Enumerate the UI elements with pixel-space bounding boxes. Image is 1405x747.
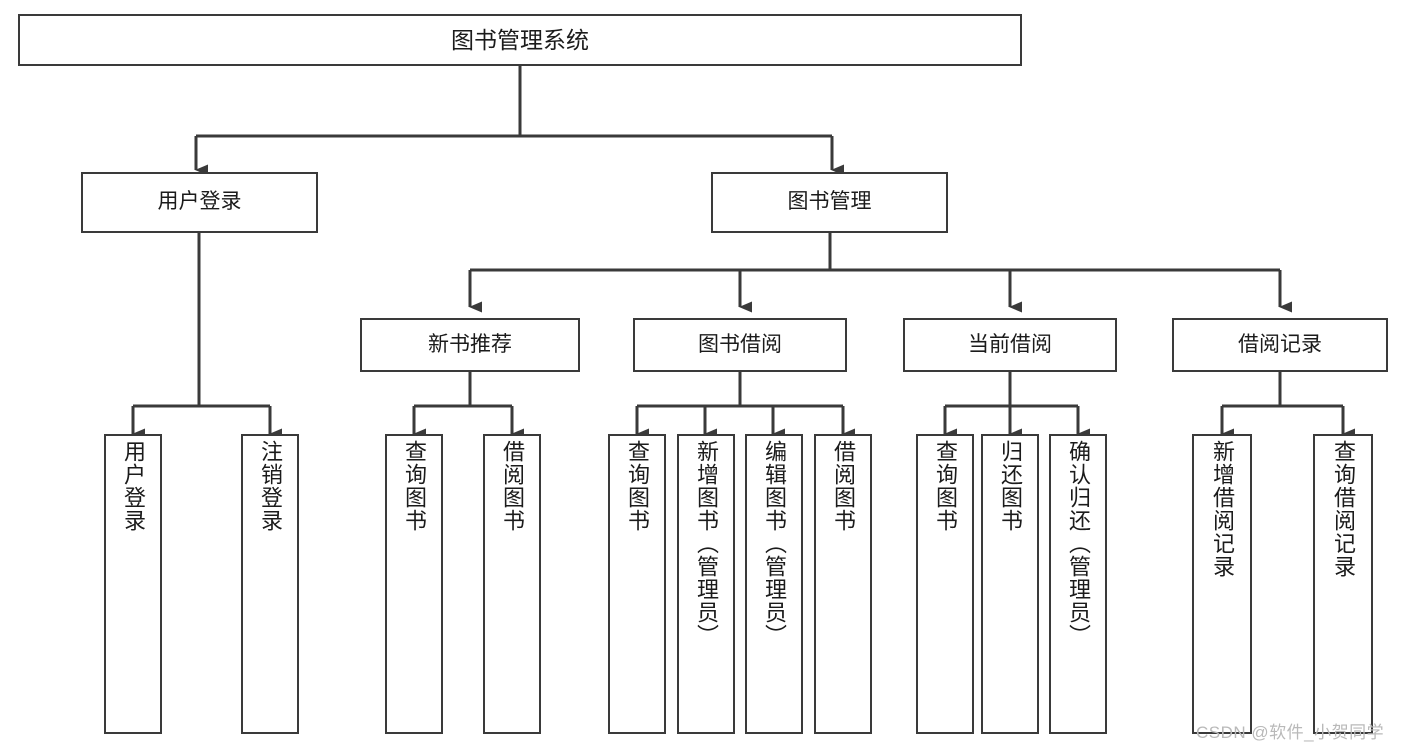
node-book-borrow[interactable]: 图书借阅 [633, 318, 847, 372]
node-root[interactable]: 图书管理系统 [18, 14, 1022, 66]
leaf-query-record[interactable]: 查询借阅记录 [1313, 434, 1373, 734]
leaf-query-book-cur[interactable]: 查询图书 [916, 434, 974, 734]
leaf-query-book-cur-label: 查询图书 [933, 440, 958, 532]
leaf-user-login-label: 用户登录 [121, 440, 146, 532]
leaf-borrow-book-label: 借阅图书 [831, 440, 856, 532]
leaf-logout[interactable]: 注销登录 [241, 434, 299, 734]
leaf-add-record-label: 新增借阅记录 [1210, 440, 1235, 578]
leaf-borrow-book[interactable]: 借阅图书 [814, 434, 872, 734]
node-new-book-rec[interactable]: 新书推荐 [360, 318, 580, 372]
leaf-query-book-borrow[interactable]: 查询图书 [608, 434, 666, 734]
leaf-logout-label: 注销登录 [258, 440, 283, 532]
node-book-borrow-label: 图书借阅 [698, 332, 782, 356]
leaf-user-login[interactable]: 用户登录 [104, 434, 162, 734]
csdn-watermark: CSDN @软件_小贺同学 [1196, 723, 1385, 742]
leaf-add-record[interactable]: 新增借阅记录 [1192, 434, 1252, 734]
leaf-return-book[interactable]: 归还图书 [981, 434, 1039, 734]
node-user-login[interactable]: 用户登录 [81, 172, 318, 233]
leaf-borrow-book-rec[interactable]: 借阅图书 [483, 434, 541, 734]
leaf-query-book-borrow-label: 查询图书 [625, 440, 650, 532]
node-current-borrow[interactable]: 当前借阅 [903, 318, 1117, 372]
node-borrow-record[interactable]: 借阅记录 [1172, 318, 1388, 372]
leaf-borrow-book-rec-label: 借阅图书 [500, 440, 525, 532]
node-borrow-record-label: 借阅记录 [1238, 332, 1322, 356]
node-user-login-label: 用户登录 [157, 190, 242, 214]
leaf-add-book[interactable]: 新增图书（管理员） [677, 434, 735, 734]
leaf-query-record-label: 查询借阅记录 [1331, 440, 1356, 578]
leaf-confirm-return-label: 确认归还（管理员） [1066, 440, 1091, 647]
node-new-book-rec-label: 新书推荐 [428, 332, 512, 356]
node-book-manage-label: 图书管理 [787, 190, 872, 214]
node-root-label: 图书管理系统 [451, 26, 589, 53]
leaf-query-book-rec-label: 查询图书 [402, 440, 427, 532]
node-book-manage[interactable]: 图书管理 [711, 172, 948, 233]
leaf-edit-book[interactable]: 编辑图书（管理员） [745, 434, 803, 734]
leaf-query-book-rec[interactable]: 查询图书 [385, 434, 443, 734]
leaf-add-book-label: 新增图书（管理员） [694, 440, 719, 647]
leaf-edit-book-label: 编辑图书（管理员） [762, 440, 787, 647]
node-current-borrow-label: 当前借阅 [968, 332, 1052, 356]
leaf-confirm-return[interactable]: 确认归还（管理员） [1049, 434, 1107, 734]
leaf-return-book-label: 归还图书 [998, 440, 1023, 532]
